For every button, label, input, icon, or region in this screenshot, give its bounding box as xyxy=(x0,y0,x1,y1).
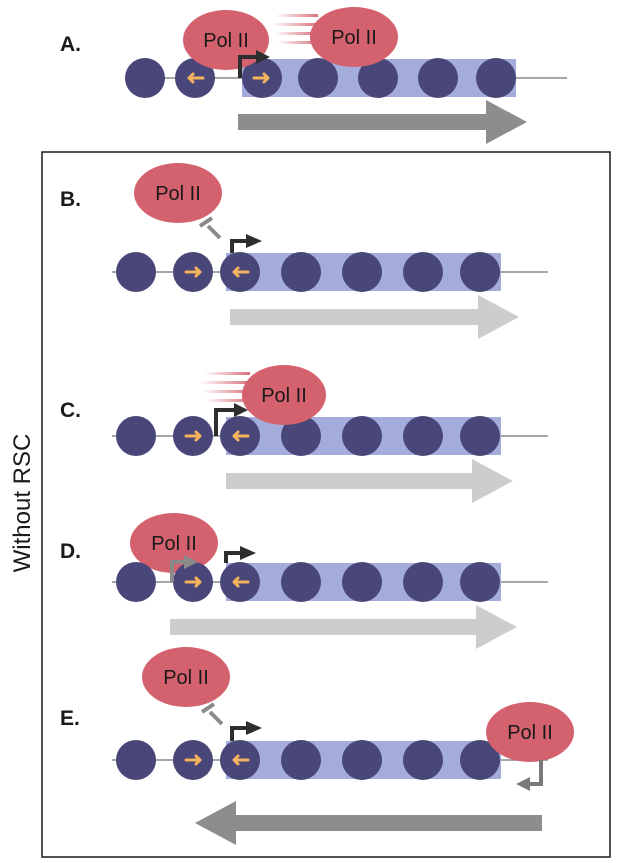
panel-label-a: A. xyxy=(60,33,81,56)
nucleosome xyxy=(281,740,321,780)
pol-ii-ellipse: Pol II xyxy=(242,365,326,425)
nucleosome xyxy=(116,562,156,602)
svg-text:Pol II: Pol II xyxy=(163,667,209,689)
orange-arrow-icon xyxy=(184,576,202,588)
without-rsc-label: Without RSC xyxy=(9,434,36,573)
nucleosome xyxy=(125,58,165,98)
pol-ii-ellipse: Pol II xyxy=(134,163,222,223)
promoter-arrow-icon xyxy=(224,546,256,563)
nucleosome xyxy=(342,740,382,780)
nucleosome xyxy=(281,416,321,456)
nucleosome xyxy=(342,252,382,292)
orange-arrow-icon xyxy=(184,266,202,278)
pol-ii-ellipse: Pol II xyxy=(142,647,230,707)
motion-streaks xyxy=(272,14,318,44)
orange-arrow-icon xyxy=(232,754,250,766)
nucleosome xyxy=(358,58,398,98)
orange-arrow-icon xyxy=(232,430,250,442)
promoter-arrow-icon xyxy=(230,721,262,741)
grey-small-arrow-icon xyxy=(198,216,222,240)
nucleosome xyxy=(403,740,443,780)
nucleosome xyxy=(281,562,321,602)
transcript-arrow-icon xyxy=(230,295,519,339)
orange-arrow-icon xyxy=(232,266,250,278)
nucleosome-row xyxy=(116,562,500,602)
orange-arrow-icon xyxy=(184,430,202,442)
svg-text:Pol II: Pol II xyxy=(261,385,307,407)
panel-c: C. Pol II xyxy=(60,365,548,503)
nucleosome-row xyxy=(116,252,500,292)
nucleosome xyxy=(460,740,500,780)
nucleosome xyxy=(116,740,156,780)
orange-arrow-icon xyxy=(232,576,250,588)
nucleosome xyxy=(342,562,382,602)
panel-label-d: D. xyxy=(60,540,81,563)
nucleosome xyxy=(460,416,500,456)
orange-arrow-icon xyxy=(184,754,202,766)
svg-text:Pol II: Pol II xyxy=(331,27,377,49)
antisense-promoter-arrow-icon xyxy=(516,760,543,791)
panel-label-e: E. xyxy=(60,707,80,730)
panel-d: D. Pol II xyxy=(60,513,548,649)
orange-arrow-icon xyxy=(187,72,205,84)
transcript-arrow-icon xyxy=(170,605,517,649)
nucleosome xyxy=(116,252,156,292)
svg-text:Pol II: Pol II xyxy=(507,722,553,744)
panel-label-c: C. xyxy=(60,399,81,422)
transcript-arrow-icon xyxy=(195,801,542,845)
nucleosome xyxy=(418,58,458,98)
nucleosome xyxy=(403,252,443,292)
pol-ii-ellipse: Pol II xyxy=(486,702,574,762)
nucleosome xyxy=(116,416,156,456)
svg-text:Pol II: Pol II xyxy=(155,183,201,205)
orange-arrow-icon xyxy=(252,72,270,84)
nucleosome xyxy=(403,562,443,602)
promoter-arrow-icon xyxy=(238,50,270,78)
stalled-promoter-arrow-icon xyxy=(170,555,198,582)
panel-label-b: B. xyxy=(60,188,81,211)
nucleosome xyxy=(342,416,382,456)
nucleosome xyxy=(403,416,443,456)
without-rsc-box xyxy=(41,151,611,858)
nucleosome xyxy=(298,58,338,98)
panel-b: B. Pol II xyxy=(60,163,548,339)
nucleosome-row xyxy=(125,58,516,98)
svg-text:Pol II: Pol II xyxy=(151,533,197,555)
nucleosome xyxy=(460,252,500,292)
transcript-arrow-icon xyxy=(226,459,513,503)
grey-small-arrow-icon xyxy=(200,702,224,726)
nucleosome xyxy=(281,252,321,292)
panel-e: E. Pol II xyxy=(60,647,574,845)
motion-streaks xyxy=(200,372,250,402)
nucleosome xyxy=(476,58,516,98)
promoter-arrow-icon xyxy=(214,403,248,436)
promoter-arrow-icon xyxy=(230,234,262,253)
transcript-arrow-icon xyxy=(238,100,527,144)
svg-text:Pol II: Pol II xyxy=(203,30,249,52)
nucleosome-row xyxy=(116,740,500,780)
nucleosome xyxy=(460,562,500,602)
pol-ii-ellipse: Pol II xyxy=(310,7,398,67)
nucleosome-row xyxy=(116,416,500,456)
pol-ii-ellipse: Pol II xyxy=(130,513,218,573)
panel-a: A. Pol II xyxy=(60,7,567,144)
